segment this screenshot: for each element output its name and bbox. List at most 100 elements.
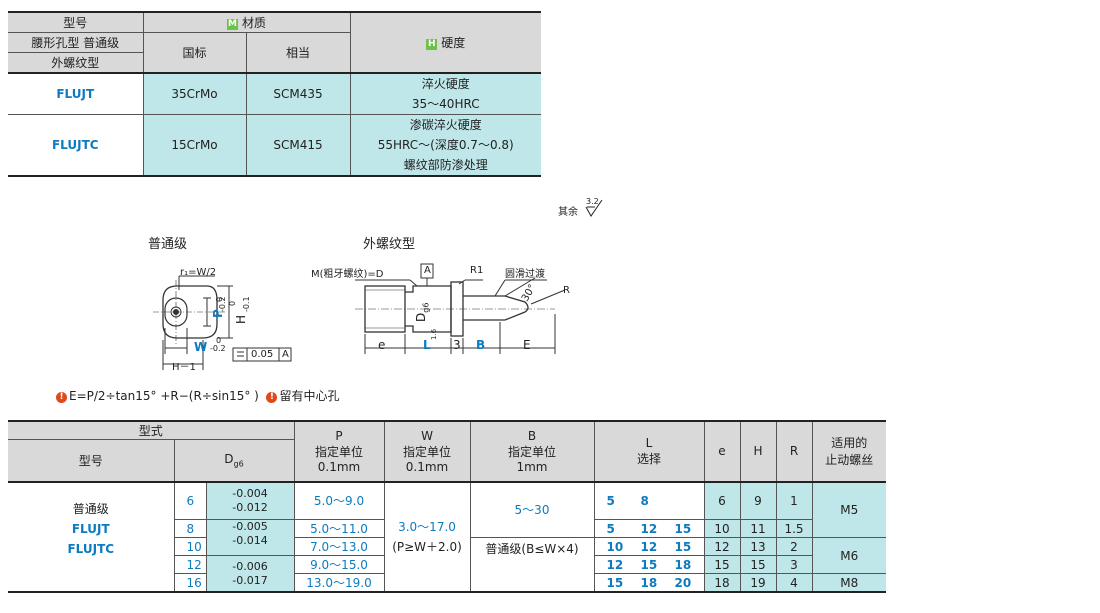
equiv-cell: SCM435 (245, 72, 350, 115)
header-w: W 指定单位 0.1mm (383, 420, 470, 482)
h-cell: 9 (739, 480, 776, 520)
roughness-value: 3.2 (586, 197, 599, 206)
material-row-flujt: FLUJT 35CrMo SCM435 淬火硬度 35～40HRC (8, 72, 541, 115)
l-value: 15 (674, 521, 692, 536)
h-cell: 19 (739, 573, 776, 592)
header-d-text: D (224, 452, 234, 467)
side-view-drawing (355, 263, 566, 354)
r-cell: 1.5 (775, 519, 812, 538)
d-cell: 10 (173, 537, 206, 556)
w-tol-dn: -0.2 (210, 344, 226, 353)
dimension-table: 型式 P 指定单位 0.1mm W 指定单位 0.1mm B 指定单位 1mm … (8, 420, 886, 593)
dim-l-label: L (423, 338, 431, 352)
small-dim-label: 1.6 (430, 328, 438, 340)
dg6-label: Dg6 (414, 303, 430, 322)
tol-line: -0.006 (232, 559, 268, 573)
h-label: H (234, 314, 248, 324)
header-screw-line: 止动螺丝 (825, 453, 874, 468)
header-p: P 指定单位 0.1mm (293, 420, 384, 482)
hardness-line: 35～40HRC (411, 97, 480, 111)
dg6-subscript: g6 (421, 302, 431, 313)
header-equiv: 相当 (245, 32, 350, 73)
equiv-cell: SCM415 (245, 114, 350, 177)
header-d-subscript: g6 (233, 459, 244, 469)
header-l-line: L (645, 435, 653, 450)
screw-cell: M8 (811, 573, 886, 592)
model-cell: FLUJTC (8, 114, 143, 177)
note-formula: E=P/2÷tan15° +R−(R÷sin15° ) (69, 389, 259, 403)
l-value: 18 (640, 575, 658, 590)
header-p-line: P (335, 428, 343, 443)
material-row-flujtc: FLUJTC 15CrMo SCM415 渗碳淬火硬度 55HRC～(深度0.7… (8, 114, 541, 177)
l-value: 8 (640, 493, 649, 508)
type-line: 普通级 (72, 501, 109, 516)
roughness-note: 其余 (558, 203, 578, 218)
header-screw-line: 适用的 (831, 436, 868, 451)
e-cell: 6 (703, 480, 740, 520)
hardness-tag-icon: H (426, 39, 438, 50)
hardness-cell: 淬火硬度 35～40HRC (349, 72, 541, 115)
smooth-label: 圆滑过渡 (505, 269, 545, 280)
p-cell: 5.0～11.0 (293, 519, 384, 538)
e-cell: 15 (703, 555, 740, 574)
r-cell: 4 (775, 573, 812, 592)
header-b: B 指定单位 1mm (469, 420, 594, 482)
flatness-value: 0.05 (251, 349, 274, 360)
dim-e-label: e (378, 338, 386, 352)
table-row: 普通级 FLUJT FLUJTC 6 -0.004 -0.012 5.0～9.0… (8, 480, 886, 592)
model-cell: FLUJT (8, 72, 143, 115)
r-cell: 1 (775, 480, 812, 520)
l-value: 15 (640, 557, 658, 572)
header-e: e (703, 420, 740, 482)
type-cell: 普通级 FLUJT FLUJTC (8, 480, 174, 592)
l-value: 12 (640, 539, 658, 554)
header-type: 型式 (8, 420, 294, 440)
p-cell: 9.0～15.0 (293, 555, 384, 574)
d-cell: 8 (173, 519, 206, 538)
tol-line: -0.017 (232, 573, 268, 587)
tol-line: -0.004 (232, 486, 268, 500)
l-value: 10 (606, 539, 624, 554)
screw-cell: M6 (811, 537, 886, 574)
r1-label: R1 (470, 265, 484, 276)
header-r: R (775, 420, 812, 482)
d-cell: 6 (173, 480, 206, 520)
tol-line: -0.012 (232, 500, 268, 514)
header-sub1: 腰形孔型 普通级 (8, 32, 143, 53)
h-cell: 13 (739, 537, 776, 556)
type-model: FLUJT (71, 521, 110, 536)
roughness-prefix: 其余 (558, 207, 578, 218)
w-range: 3.0～17.0 (398, 519, 456, 534)
b-range: 5～30 (469, 480, 594, 538)
r-cell: 2 (775, 537, 812, 556)
roughness-symbol-icon (585, 199, 603, 217)
w-cond: (P≥W＋2.0) (392, 539, 462, 554)
header-b-line: 指定单位 (507, 444, 556, 459)
screw-cell: M5 (811, 480, 886, 538)
header-w-line: W (421, 428, 433, 443)
header-p-line: 指定单位 (314, 444, 363, 459)
l-value: 12 (640, 521, 658, 536)
end-view-drawing (153, 275, 292, 370)
r-cell: 3 (775, 555, 812, 574)
warning-icon: ! (266, 392, 278, 403)
drawing-title-external: 外螺纹型 (363, 237, 416, 252)
formula-notes: !E=P/2÷tan15° +R−(R÷sin15° ) !留有中心孔 (56, 387, 340, 404)
header-model: 型号 (8, 439, 174, 482)
e-cell: 18 (703, 573, 740, 592)
gb-cell: 35CrMo (142, 72, 246, 115)
r-tip-label: R (563, 285, 570, 296)
p-cell: 13.0～19.0 (293, 573, 384, 592)
l-value: 12 (606, 557, 624, 572)
datum-box: A (424, 265, 431, 276)
e-cell: 12 (703, 537, 740, 556)
w-tol-up: 0 (216, 336, 222, 345)
header-b-line: 1mm (516, 459, 548, 474)
